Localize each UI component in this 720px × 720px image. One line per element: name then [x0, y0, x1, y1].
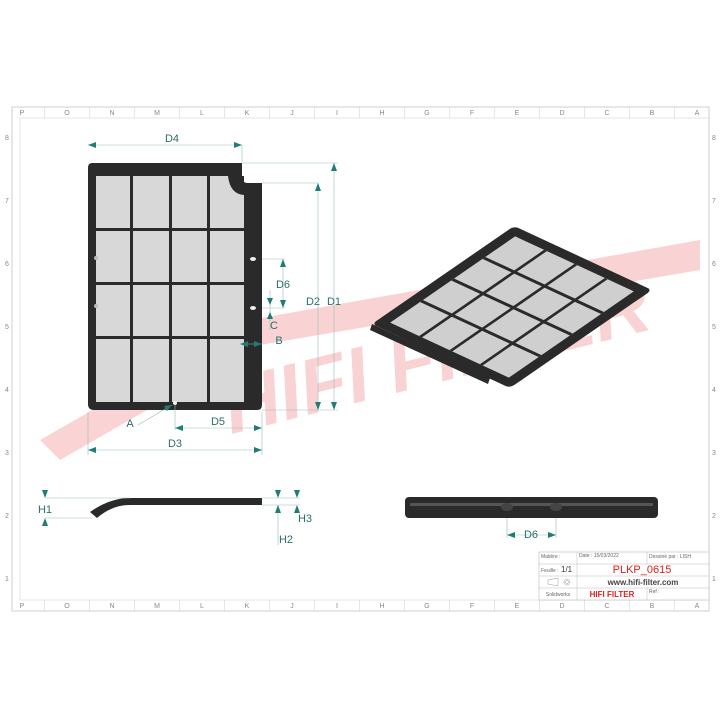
- zone-label: 7: [712, 198, 716, 205]
- zone-label: O: [64, 603, 70, 610]
- row-labels-right: 8 7 6 5 4 3 2 1: [712, 135, 716, 583]
- zone-label: H: [379, 603, 384, 610]
- zone-label: E: [515, 110, 520, 117]
- svg-text:Matière :: Matière :: [541, 554, 560, 560]
- zone-label: 2: [5, 513, 9, 520]
- zone-label: L: [200, 110, 204, 117]
- zone-label: C: [604, 110, 609, 117]
- svg-text:Solidworks: Solidworks: [546, 592, 571, 598]
- zone-label: A: [695, 110, 700, 117]
- filter-side-view: H1 H2 H3: [38, 490, 312, 546]
- zone-label: F: [470, 603, 474, 610]
- zone-label: P: [20, 110, 25, 117]
- zone-label: B: [650, 603, 655, 610]
- zone-label: D: [559, 110, 564, 117]
- projection-symbol-icon: [547, 577, 571, 587]
- svg-text:Feuille :: Feuille :: [541, 568, 559, 574]
- zone-label: I: [336, 603, 338, 610]
- zone-label: H: [379, 110, 384, 117]
- zone-label: A: [695, 603, 700, 610]
- filter-edge-view: D6: [405, 497, 658, 541]
- dim-h2: H2: [279, 534, 293, 546]
- zone-label: B: [650, 110, 655, 117]
- zone-label: 3: [5, 450, 9, 457]
- svg-text:1/1: 1/1: [561, 565, 573, 574]
- zone-label: K: [245, 110, 250, 117]
- zone-label: J: [290, 603, 294, 610]
- zone-label: N: [109, 110, 114, 117]
- row-labels-left: 8 7 6 5 4 3 2 1: [5, 135, 9, 583]
- svg-text:Date : 15/03/2022: Date : 15/03/2022: [579, 553, 619, 559]
- zone-label: G: [424, 603, 429, 610]
- dim-d4: D4: [165, 133, 179, 145]
- zone-label: P: [20, 603, 25, 610]
- zone-label: 2: [712, 513, 716, 520]
- dim-d6-edge: D6: [524, 529, 538, 541]
- zone-label: 5: [712, 324, 716, 331]
- zone-label: K: [245, 603, 250, 610]
- website: www.hifi-filter.com: [607, 578, 679, 587]
- zone-label: J: [290, 110, 294, 117]
- svg-text:®: ®: [650, 249, 661, 265]
- svg-text:Ref :: Ref :: [649, 589, 660, 595]
- zone-label: 1: [5, 576, 9, 583]
- svg-text:Dessiné par : LISH: Dessiné par : LISH: [649, 554, 691, 560]
- filter-isometric-view: [374, 227, 650, 387]
- zone-label: L: [200, 603, 204, 610]
- dim-b: B: [275, 335, 282, 347]
- dim-d1: D1: [327, 296, 341, 308]
- brand-name: HIFI FILTER: [590, 590, 635, 599]
- zone-label: 1: [712, 576, 716, 583]
- dim-d3: D3: [168, 438, 182, 450]
- dim-c: C: [270, 320, 278, 332]
- zone-label: C: [604, 603, 609, 610]
- isometric-edge: [370, 324, 490, 384]
- zone-label: M: [154, 603, 160, 610]
- zone-label: O: [64, 110, 70, 117]
- front-dimensions: D4 D2 D1 D6 C B A D5 D3: [87, 133, 341, 455]
- dim-d2: D2: [306, 296, 320, 308]
- dim-d5: D5: [211, 416, 225, 428]
- zone-label: M: [154, 110, 160, 117]
- zone-label: 6: [5, 261, 9, 268]
- zone-label: 3: [712, 450, 716, 457]
- zone-label: D: [559, 603, 564, 610]
- zone-label: 8: [712, 135, 716, 142]
- zone-label: I: [336, 110, 338, 117]
- zone-label: 4: [712, 387, 716, 394]
- part-number: PLKP_0615: [613, 564, 672, 576]
- dim-a: A: [126, 418, 134, 430]
- zone-label: G: [424, 110, 429, 117]
- zone-label: 4: [5, 387, 9, 394]
- drawing-area-border: [19, 117, 710, 601]
- dim-d6: D6: [276, 279, 290, 291]
- filter-front-view: [88, 163, 262, 410]
- zone-label: 6: [712, 261, 716, 268]
- dim-h1: H1: [38, 504, 52, 516]
- zone-label: 7: [5, 198, 9, 205]
- zone-label: E: [515, 603, 520, 610]
- dim-h3: H3: [298, 513, 312, 525]
- zone-label: N: [109, 603, 114, 610]
- zone-label: F: [470, 110, 474, 117]
- zone-label: 8: [5, 135, 9, 142]
- zone-label: 5: [5, 324, 9, 331]
- title-block: Matière : Date : 15/03/2022 Dessiné par …: [538, 551, 710, 601]
